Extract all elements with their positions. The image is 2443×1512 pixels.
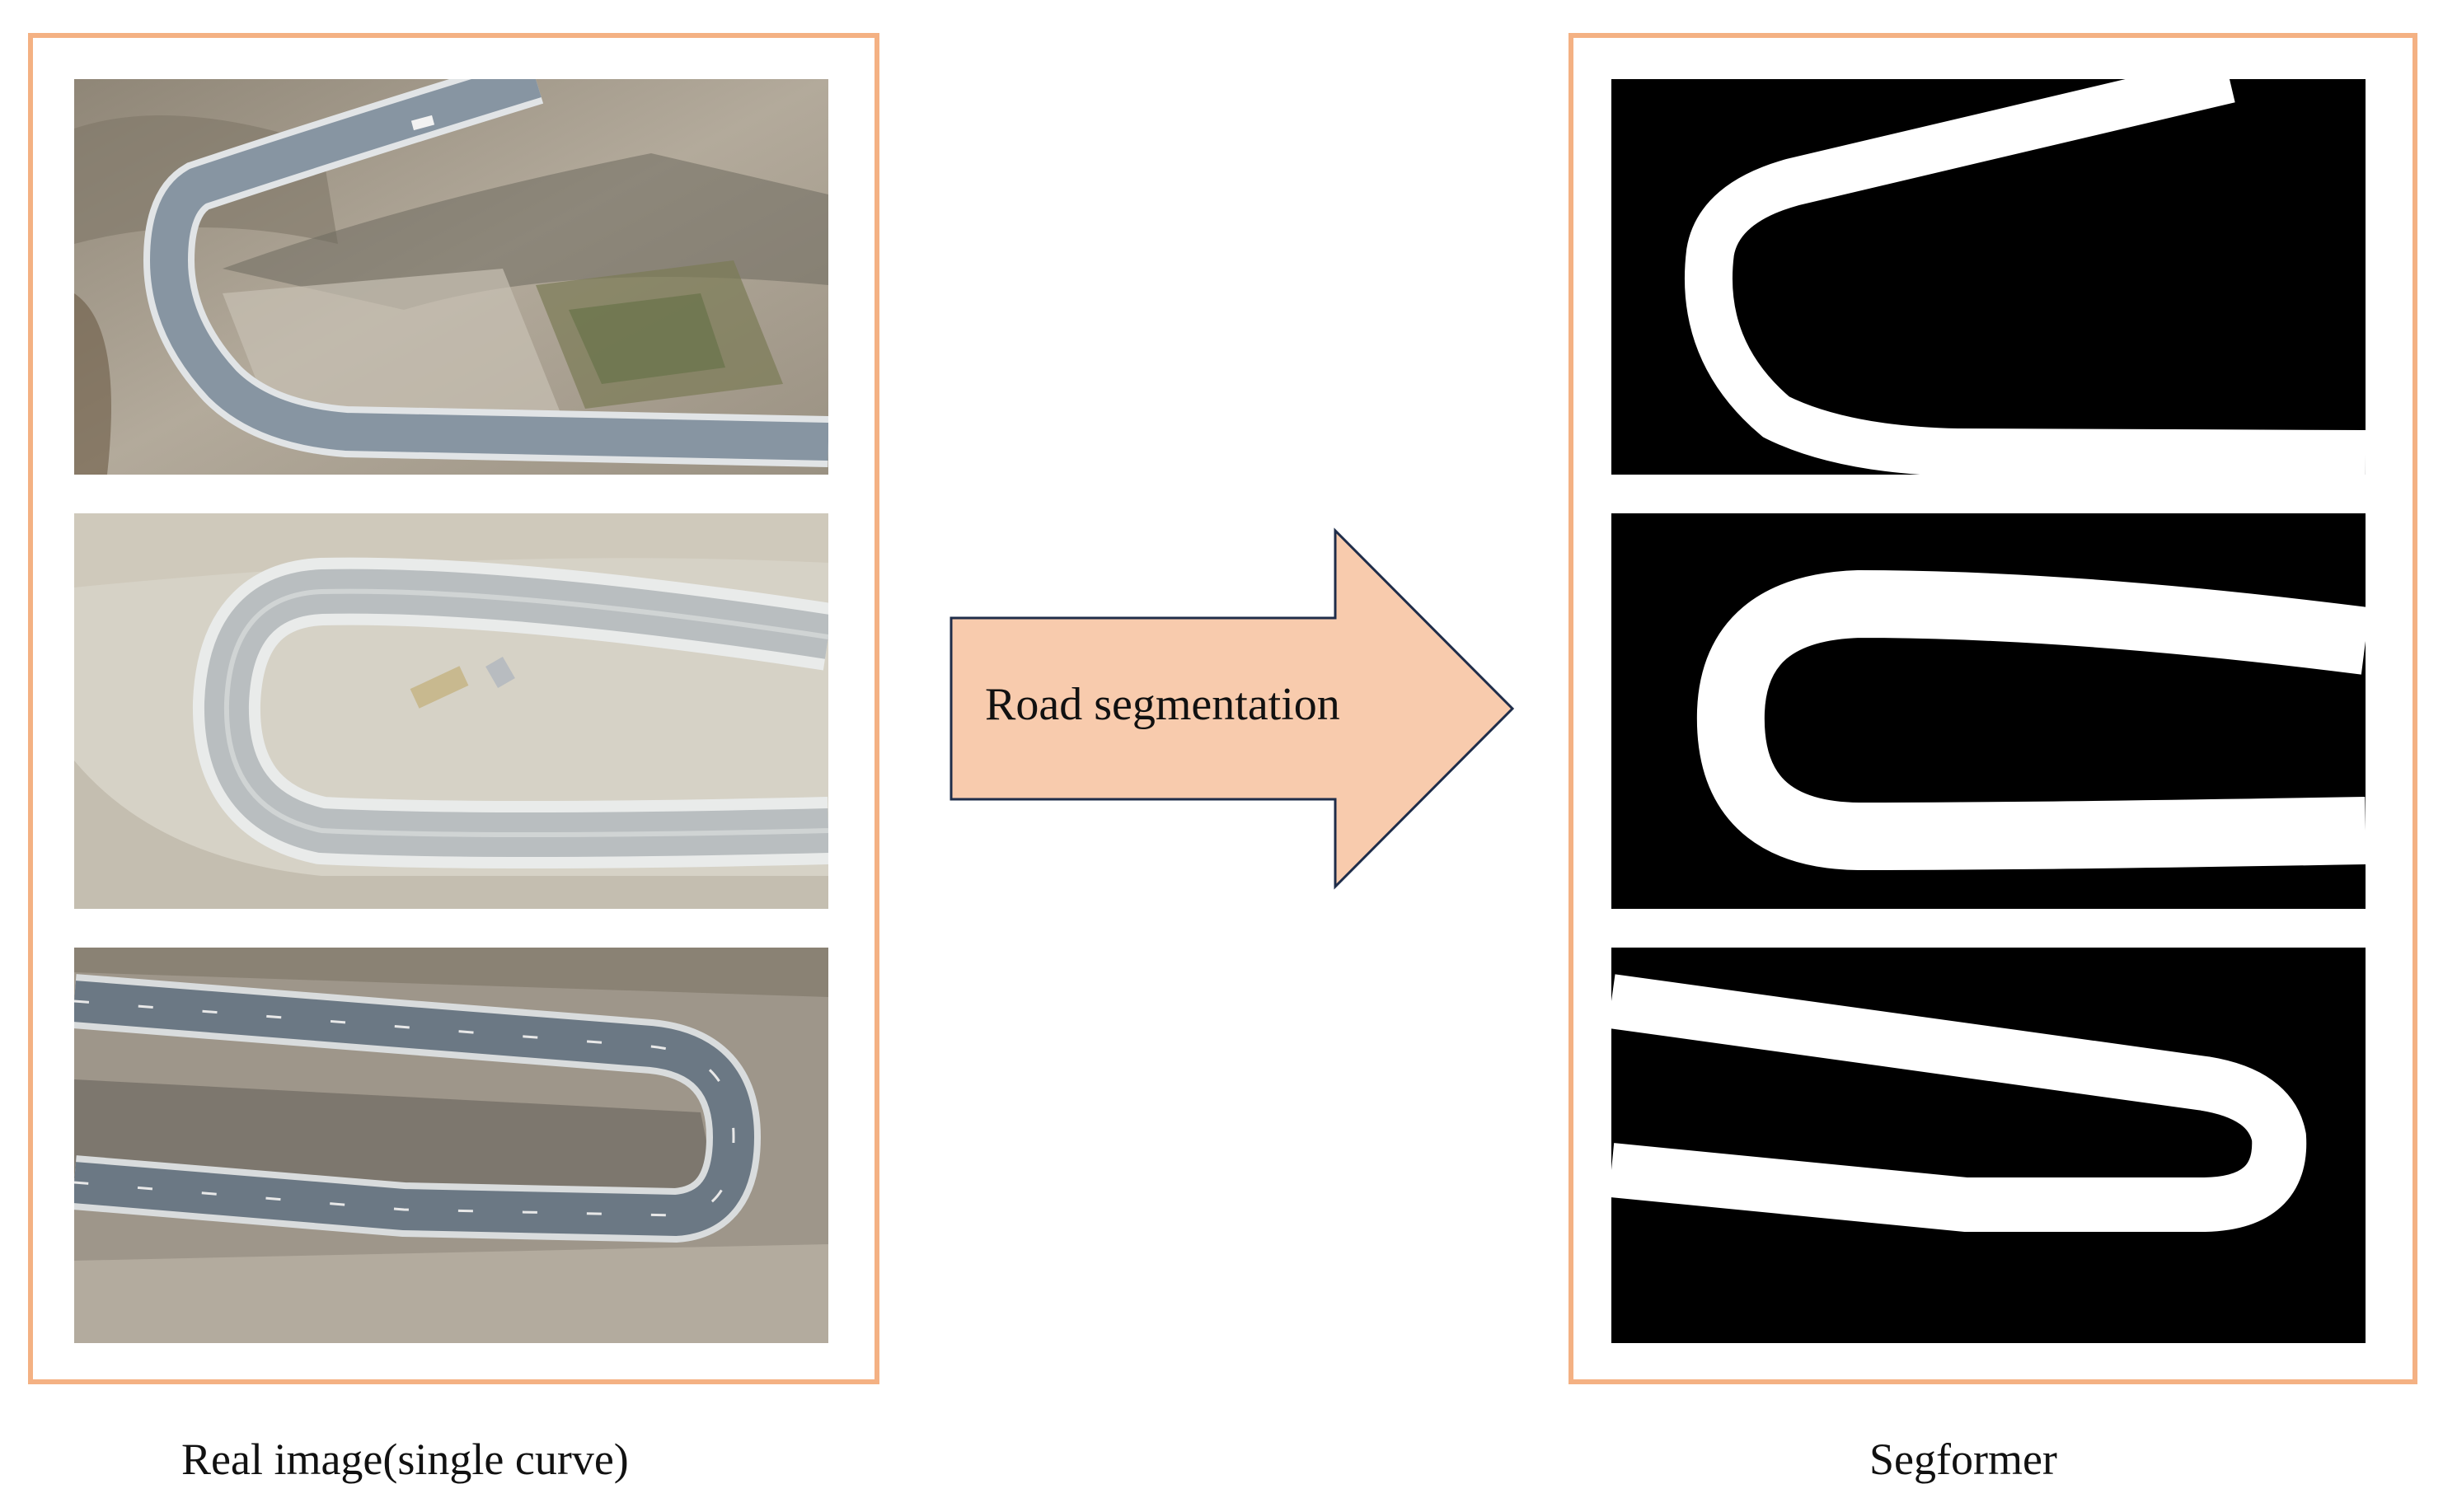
arrow-shape bbox=[950, 527, 1515, 890]
segformer-caption: Segformer bbox=[1869, 1435, 2057, 1484]
segformer-panel bbox=[1568, 33, 2417, 1384]
segmentation-mask-3 bbox=[1611, 948, 2366, 1343]
aerial-road-photo-3 bbox=[74, 948, 828, 1343]
real-image-panel bbox=[28, 33, 879, 1384]
real-image-caption: Real image(single curve) bbox=[181, 1435, 629, 1484]
aerial-road-photo-2 bbox=[74, 513, 828, 909]
arrow-label: Road segmentation bbox=[985, 679, 1340, 730]
process-arrow bbox=[950, 527, 1515, 890]
segmentation-mask-2 bbox=[1611, 513, 2366, 909]
aerial-road-photo-1 bbox=[74, 79, 828, 475]
segmentation-mask-1 bbox=[1611, 79, 2366, 475]
